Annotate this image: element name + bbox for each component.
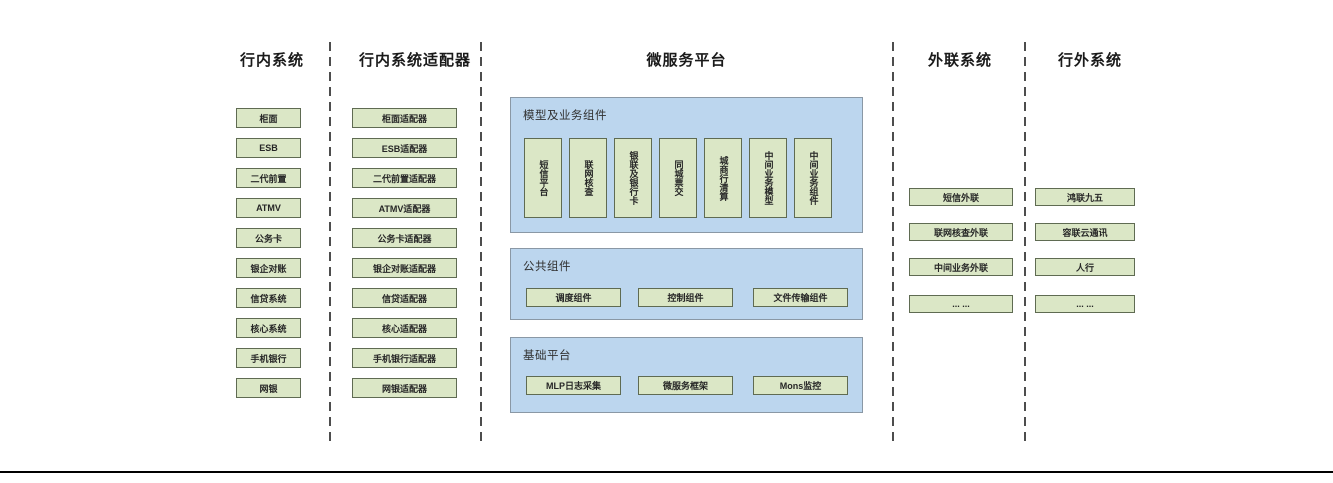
outreach-box: 联网核查外联 — [909, 223, 1013, 241]
adapter-box: 手机银行适配器 — [352, 348, 457, 368]
component-box: 联网核查 — [569, 138, 607, 218]
component-box: 银联及银行卡 — [614, 138, 652, 218]
external-box: 容联云通讯 — [1035, 223, 1135, 241]
component-box: 文件传输组件 — [753, 288, 848, 307]
panel-label: 模型及业务组件 — [523, 110, 607, 122]
column-title-internal-systems: 行内系统 — [239, 52, 304, 69]
panel-model-business-components: 模型及业务组件 短信平台 联网核查 银联及银行卡 同城票交 城商行清算 中间业务… — [510, 97, 863, 233]
column-title-outreach-systems: 外联系统 — [927, 52, 992, 69]
column-divider — [892, 42, 894, 443]
external-box: ... ... — [1035, 295, 1135, 313]
component-box: 城商行清算 — [704, 138, 742, 218]
component-box: 控制组件 — [638, 288, 733, 307]
system-box: 公务卡 — [236, 228, 301, 248]
system-box: 手机银行 — [236, 348, 301, 368]
adapter-box: 网银适配器 — [352, 378, 457, 398]
outreach-box: 中间业务外联 — [909, 258, 1013, 276]
component-box: 微服务框架 — [638, 376, 733, 395]
adapter-box: ATMV适配器 — [352, 198, 457, 218]
adapter-box: 银企对账适配器 — [352, 258, 457, 278]
system-box: 核心系统 — [236, 318, 301, 338]
adapter-box: 柜面适配器 — [352, 108, 457, 128]
column-title-external-systems: 行外系统 — [1057, 52, 1122, 69]
column-title-microservice-platform: 微服务平台 — [646, 52, 727, 69]
component-box: Mons监控 — [753, 376, 848, 395]
panel-common-components: 公共组件 调度组件 控制组件 文件传输组件 — [510, 248, 863, 320]
panel-base-platform: 基础平台 MLP日志采集 微服务框架 Mons监控 — [510, 337, 863, 413]
component-box: 调度组件 — [526, 288, 621, 307]
column-divider — [1024, 42, 1026, 443]
adapter-box: 核心适配器 — [352, 318, 457, 338]
panel-label: 公共组件 — [523, 261, 571, 273]
system-box: ATMV — [236, 198, 301, 218]
panel-label: 基础平台 — [523, 350, 571, 362]
component-box: 短信平台 — [524, 138, 562, 218]
system-box: 柜面 — [236, 108, 301, 128]
component-box: 同城票交 — [659, 138, 697, 218]
adapter-box: ESB适配器 — [352, 138, 457, 158]
external-box: 鸿联九五 — [1035, 188, 1135, 206]
adapter-box: 二代前置适配器 — [352, 168, 457, 188]
column-divider — [480, 42, 482, 443]
adapter-box: 信贷适配器 — [352, 288, 457, 308]
external-box: 人行 — [1035, 258, 1135, 276]
bottom-border-line — [0, 471, 1333, 473]
column-title-internal-adapters: 行内系统适配器 — [358, 52, 471, 69]
system-box: 银企对账 — [236, 258, 301, 278]
adapter-box: 公务卡适配器 — [352, 228, 457, 248]
component-box: 中间业务组件 — [794, 138, 832, 218]
outreach-box: 短信外联 — [909, 188, 1013, 206]
system-box: 网银 — [236, 378, 301, 398]
component-box: 中间业务模型 — [749, 138, 787, 218]
column-divider — [329, 42, 331, 443]
system-box: ESB — [236, 138, 301, 158]
system-box: 二代前置 — [236, 168, 301, 188]
component-box: MLP日志采集 — [526, 376, 621, 395]
outreach-box: ... ... — [909, 295, 1013, 313]
system-box: 信贷系统 — [236, 288, 301, 308]
